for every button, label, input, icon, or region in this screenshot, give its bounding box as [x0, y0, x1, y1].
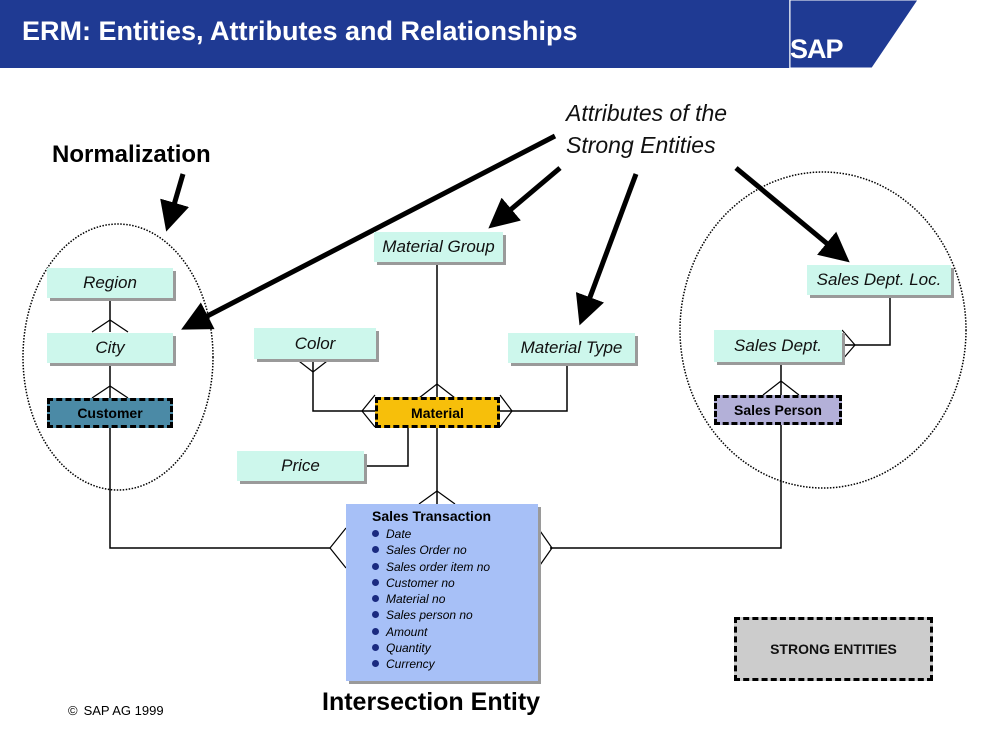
- copyright-icon: ©: [68, 703, 78, 718]
- field-item: Material no: [372, 591, 538, 607]
- bullet-icon: [372, 660, 379, 668]
- bullet-icon: [372, 578, 379, 586]
- entity-sales-person: Sales Person: [714, 395, 842, 425]
- entity-customer: Customer: [47, 398, 173, 428]
- sales-transaction-title: Sales Transaction: [372, 508, 492, 524]
- copyright-text: SAP AG 1999: [83, 703, 164, 718]
- intersection-entity-label: Intersection Entity: [322, 688, 541, 716]
- attribute-sales-dept: Sales Dept.: [714, 330, 842, 362]
- attribute-material-group: Material Group: [374, 232, 503, 262]
- entity-material: Material: [375, 397, 500, 428]
- entity-sales-transaction: Sales Transaction Date Sales Order no Sa…: [346, 504, 538, 681]
- sap-logo: SAP: [790, 34, 844, 64]
- attribute-sales-dept-loc: Sales Dept. Loc.: [807, 265, 951, 295]
- bullet-icon: [372, 627, 379, 635]
- attributes-callout: Attributes of the Strong Entities: [566, 97, 727, 161]
- field-item: Amount: [372, 624, 538, 640]
- attribute-region: Region: [47, 268, 173, 298]
- attribute-material-type: Material Type: [508, 333, 635, 363]
- attributes-callout-line-1: Attributes of the: [566, 100, 728, 126]
- bullet-icon: [372, 530, 379, 537]
- field-item: Quantity: [372, 640, 538, 656]
- bullet-icon: [372, 562, 379, 570]
- page-title: ERM: Entities, Attributes and Relationsh…: [22, 16, 578, 46]
- attribute-price: Price: [237, 451, 364, 481]
- bullet-icon: [372, 595, 379, 603]
- field-item: Currency: [372, 656, 538, 672]
- header-bar: [0, 0, 919, 68]
- sales-transaction-fields: Date Sales Order no Sales order item no …: [346, 526, 538, 673]
- bullet-icon: [372, 546, 379, 554]
- normalization-label: Normalization: [52, 141, 211, 168]
- attribute-color: Color: [254, 328, 376, 359]
- field-item: Sales Order no: [372, 542, 538, 558]
- sales-ellipse: [679, 171, 967, 489]
- legend-strong-entities: STRONG ENTITIES: [734, 617, 933, 681]
- attribute-city: City: [47, 333, 173, 363]
- field-item: Date: [372, 526, 538, 542]
- bullet-icon: [372, 611, 379, 619]
- copyright: © SAP AG 1999: [68, 703, 164, 718]
- attributes-callout-line-2: Strong Entities: [566, 132, 716, 158]
- field-item: Sales order item no: [372, 559, 538, 575]
- normalization-ellipse: [22, 223, 214, 491]
- field-item: Sales person no: [372, 607, 538, 623]
- field-item: Customer no: [372, 575, 538, 591]
- bullet-icon: [372, 644, 379, 652]
